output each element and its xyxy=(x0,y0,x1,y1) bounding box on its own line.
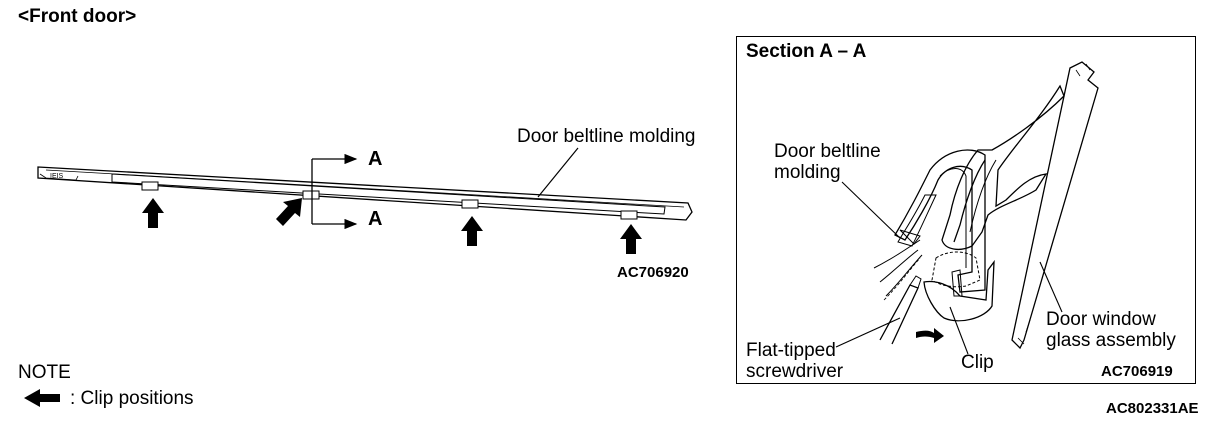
section-mark-bottom: A xyxy=(368,208,383,230)
clip-body xyxy=(923,259,995,322)
molding-strip: IEIS xyxy=(37,166,693,221)
clip-arrow-diag-icon xyxy=(276,198,302,226)
section-title: Section A – A xyxy=(746,41,867,62)
page-title: <Front door> xyxy=(18,6,137,27)
arrow-left-icon xyxy=(24,389,60,407)
screwdriver xyxy=(879,284,919,345)
clip-arrow-up-icon xyxy=(620,224,642,254)
screwdriver-label-2: screwdriver xyxy=(746,361,844,382)
section-mark-top: A xyxy=(368,148,383,170)
section-code: AC706919 xyxy=(1101,363,1173,380)
front-view-code: AC706920 xyxy=(617,264,689,281)
clip-markers xyxy=(141,181,638,220)
note-heading: NOTE xyxy=(18,362,71,383)
section-molding-label-2: molding xyxy=(774,162,841,183)
section-molding-label-1: Door beltline xyxy=(774,141,881,162)
screwdriver-label-1: Flat-tipped xyxy=(746,340,836,361)
molding-label: Door beltline molding xyxy=(517,126,696,147)
glass-label-1: Door window xyxy=(1046,309,1156,330)
figure-code: AC802331AE xyxy=(1106,400,1199,417)
section-cut-line xyxy=(311,153,358,230)
clip-arrows xyxy=(142,198,642,254)
note-legend-text: : Clip positions xyxy=(70,388,194,409)
molding-inner xyxy=(894,149,986,293)
molding-shell xyxy=(941,84,1065,251)
molding-leader xyxy=(537,147,579,198)
clip-outline xyxy=(931,251,981,288)
clip-arrow-up-icon xyxy=(461,216,483,246)
glass-label-2: glass assembly xyxy=(1046,330,1176,351)
clip-arrow-up-icon xyxy=(142,198,164,228)
svg-text:IEIS: IEIS xyxy=(50,173,64,180)
pry-direction-arrow-icon xyxy=(916,328,944,343)
clip-label: Clip xyxy=(961,352,994,373)
section-a-a-panel xyxy=(736,36,1196,384)
door-window-glass xyxy=(1011,61,1099,350)
section-a-a-drawing xyxy=(835,61,1099,355)
